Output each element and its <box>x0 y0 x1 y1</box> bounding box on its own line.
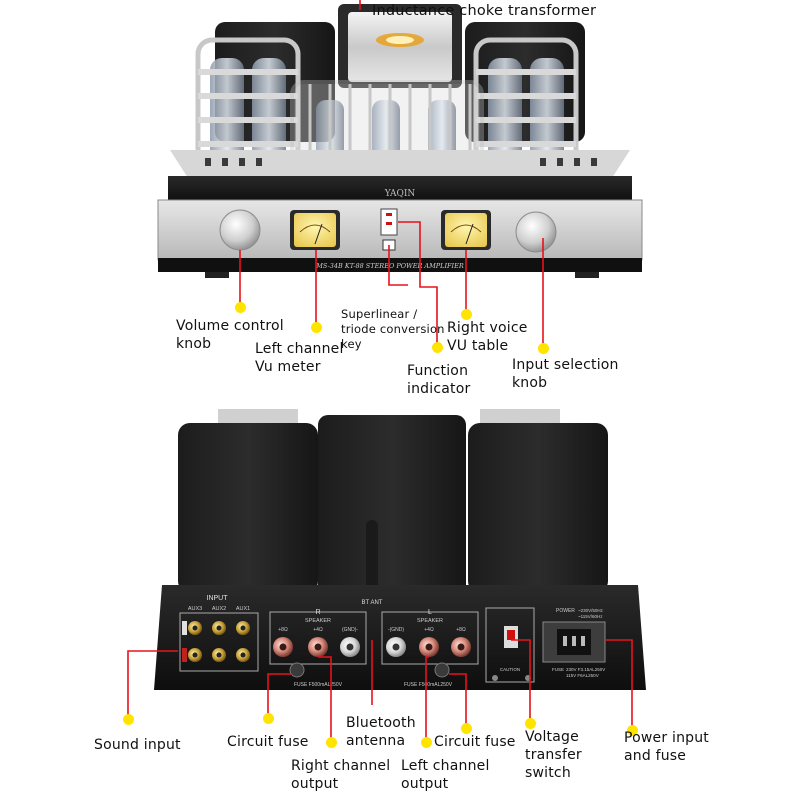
volume-knob <box>219 209 261 251</box>
label-circuit-fuse-1: Circuit fuse <box>227 734 309 750</box>
right-circuit-fuse <box>289 662 305 678</box>
callout-dot <box>235 302 246 313</box>
svg-text:230V F3.15AL250V: 230V F3.15AL250V <box>566 667 605 672</box>
input-selection-knob <box>515 211 557 253</box>
svg-text:~230V/50Hz: ~230V/50Hz <box>578 608 604 613</box>
callout-dot <box>421 737 432 748</box>
svg-text:-(GND): -(GND) <box>388 627 404 633</box>
left-circuit-fuse <box>434 662 450 678</box>
svg-text:~115V/60Hz: ~115V/60Hz <box>578 614 603 619</box>
left-speaker-terminals <box>386 637 471 657</box>
aux1-label: AUX1 <box>236 606 250 612</box>
brand-logo: YAQIN <box>384 189 416 199</box>
input-title: INPUT <box>207 595 229 602</box>
callout-dot <box>311 322 322 333</box>
callout-lines <box>127 0 633 742</box>
svg-text:+4Ω: +4Ω <box>313 627 323 633</box>
aux2-label: AUX2 <box>212 606 226 612</box>
left-speaker-subtitle: SPEAKER <box>417 618 443 624</box>
right-speaker-subtitle: SPEAKER <box>305 618 331 624</box>
bt-label: BT ANT <box>362 600 383 606</box>
svg-text:+8Ω: +8Ω <box>278 627 288 633</box>
rear-left-transformer <box>178 423 318 593</box>
svg-text:+4Ω: +4Ω <box>424 627 434 633</box>
svg-text:FUSE: FUSE <box>552 667 564 672</box>
label-sound-input: Sound input <box>94 737 181 753</box>
callout-dot <box>263 713 274 724</box>
right-speaker-title: R <box>315 609 320 616</box>
power-inlet <box>542 621 606 663</box>
callout-dot <box>123 714 134 725</box>
callout-dot <box>538 343 549 354</box>
callout-dot <box>461 723 472 734</box>
rear-center-transformer <box>318 415 466 595</box>
left-speaker-title: L <box>428 609 432 616</box>
callout-dot <box>627 725 638 736</box>
fuse-left-label: FUSE F500mAL250V <box>294 682 343 688</box>
callout-dot <box>326 737 337 748</box>
right-speaker-terminals <box>273 637 360 657</box>
callout-dot <box>432 342 443 353</box>
caution-label: CAUTION <box>500 667 520 672</box>
callout-dot <box>461 309 472 320</box>
left-tube-cage <box>195 37 301 178</box>
power-label: POWER <box>556 608 575 614</box>
front-view: YAQIN MS-34B KT-88 STEREO POWER AMPLIFIE… <box>157 4 643 278</box>
fuse-right-label: FUSE F500mAL250V <box>404 682 453 688</box>
svg-text:+8Ω: +8Ω <box>456 627 466 633</box>
rca-inputs <box>182 621 250 662</box>
voltage-switch <box>507 630 515 640</box>
callout-dot <box>525 718 536 729</box>
label-choke: Inductance choke transformer <box>372 3 597 19</box>
rear-right-transformer <box>468 423 608 593</box>
rear-view: INPUT AUX3 AUX2 AUX1 R SPEAKER +8Ω +4Ω (… <box>154 409 646 690</box>
svg-text:(GND)-: (GND)- <box>342 627 358 633</box>
svg-text:115V F6AL250V: 115V F6AL250V <box>566 673 599 678</box>
label-circuit-fuse-2: Circuit fuse <box>434 734 516 750</box>
aux3-label: AUX3 <box>188 606 202 612</box>
